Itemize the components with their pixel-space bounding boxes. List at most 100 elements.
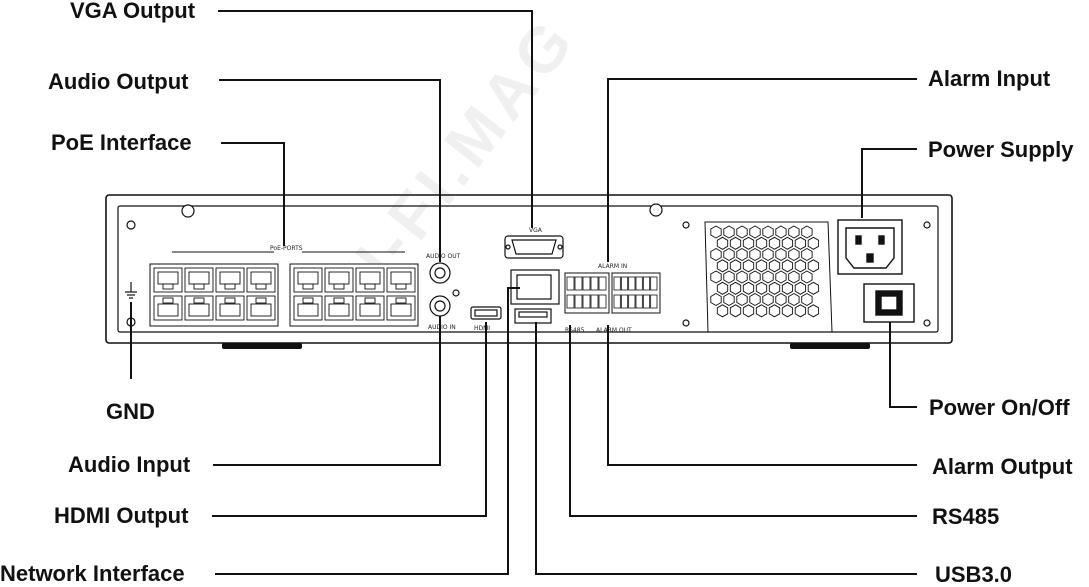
fan-hole xyxy=(807,281,820,295)
hdmi-port xyxy=(470,306,502,320)
fan-hole xyxy=(755,304,768,318)
fan-hole xyxy=(736,225,748,239)
fan-hole xyxy=(788,225,800,239)
terminal-pin xyxy=(566,294,575,309)
fan-hole xyxy=(768,236,781,250)
alarm-out-label: ALARM OUT xyxy=(596,327,632,334)
fan-hole xyxy=(768,281,781,295)
poe-port xyxy=(293,295,323,321)
terminal-pin xyxy=(635,294,643,309)
fan-hole xyxy=(775,247,787,262)
fan-hole xyxy=(788,292,800,307)
alarm-input-label: Alarm Input xyxy=(928,66,1051,91)
leader-lines xyxy=(130,10,917,575)
fan-hole xyxy=(775,225,787,239)
fan-hole xyxy=(801,247,813,262)
fan-hole xyxy=(716,281,729,295)
terminal-pin xyxy=(635,276,643,291)
hdmi-label: HDMI xyxy=(474,325,490,332)
poe-port xyxy=(246,295,276,321)
alarm-output-label: Alarm Output xyxy=(932,454,1073,479)
gnd-symbol xyxy=(125,282,137,299)
rs485-label: RS485 xyxy=(565,327,585,334)
fan-hole xyxy=(710,247,722,262)
terminal-pin xyxy=(582,276,591,291)
fan-hole xyxy=(716,259,729,273)
poe-port xyxy=(293,267,323,293)
fan-hole xyxy=(723,225,735,239)
terminal-pin xyxy=(642,276,651,291)
poe-port xyxy=(215,295,245,321)
audio-input-label: Audio Input xyxy=(68,452,191,477)
fan-hole xyxy=(729,236,742,250)
audio-jacks xyxy=(429,262,451,317)
fan-hole xyxy=(749,270,761,284)
fan-hole xyxy=(736,270,748,284)
hdmi-output-label: HDMI Output xyxy=(54,503,189,528)
fan-hole xyxy=(742,259,755,273)
fan-hole xyxy=(742,304,755,318)
poe-port xyxy=(324,267,354,293)
fan-hole xyxy=(807,259,820,273)
terminal-pin xyxy=(590,294,599,309)
poe-port xyxy=(386,295,416,321)
terminal-pin xyxy=(620,276,629,291)
chassis xyxy=(105,194,953,344)
terminal-pin xyxy=(642,294,651,309)
fan-hole xyxy=(768,259,781,273)
poe-port xyxy=(386,267,416,293)
vga-port xyxy=(504,235,564,259)
fan-hole xyxy=(755,281,768,295)
power-socket xyxy=(837,219,903,275)
terminal-pin xyxy=(598,276,607,291)
fan-hole xyxy=(762,247,774,262)
poe-ports xyxy=(149,251,419,327)
network-interface-label: Network Interface xyxy=(0,561,185,586)
poe-port xyxy=(153,295,183,321)
fan-hole xyxy=(710,225,722,239)
poe-port xyxy=(215,267,245,293)
fan-hole xyxy=(729,259,742,273)
terminal-pin xyxy=(613,276,621,291)
fan-hole xyxy=(710,292,722,307)
fan-hole xyxy=(781,304,794,318)
poe-port xyxy=(184,295,214,321)
network-usb xyxy=(510,269,560,324)
terminal-pin xyxy=(650,294,658,309)
fan-hole xyxy=(729,281,742,295)
fan-hole xyxy=(768,304,781,318)
power-on-off-label: Power On/Off xyxy=(929,395,1070,420)
audio-output-label: Audio Output xyxy=(48,69,189,94)
fan-hole xyxy=(716,304,729,318)
poe-interface-label: PoE Interface xyxy=(51,130,192,155)
fan-hole xyxy=(794,304,807,318)
fan-hole xyxy=(749,292,761,307)
rs485-label: RS485 xyxy=(932,504,1000,529)
terminal-pin xyxy=(598,294,607,309)
poe-ports-label: PoE-PORTS xyxy=(270,245,303,252)
fan-hole xyxy=(775,292,787,307)
fan-hole xyxy=(755,259,768,273)
fan-hole xyxy=(710,270,722,284)
audio-in-label: AUDIO IN xyxy=(428,324,456,331)
fan-hole xyxy=(729,304,742,318)
fan-hole xyxy=(801,225,813,239)
fan-hole xyxy=(788,270,800,284)
fan-hole xyxy=(762,225,774,239)
fan-hole xyxy=(781,281,794,295)
fan-hole xyxy=(794,259,807,273)
terminal-pin xyxy=(628,276,636,291)
terminal-pin xyxy=(628,294,636,309)
power-supply-label: Power Supply xyxy=(928,137,1074,162)
fan-hole xyxy=(762,270,774,284)
fan-hole xyxy=(755,236,768,250)
poe-port xyxy=(184,267,214,293)
fan-hole xyxy=(742,281,755,295)
alarm-in-label: ALARM IN xyxy=(598,263,627,270)
fan-hole xyxy=(794,236,807,250)
terminal-pin xyxy=(613,294,621,309)
terminal-pin xyxy=(566,276,575,291)
vga-output-label: VGA Output xyxy=(70,0,196,23)
fan-hole xyxy=(788,247,800,262)
fan-hole xyxy=(762,292,774,307)
